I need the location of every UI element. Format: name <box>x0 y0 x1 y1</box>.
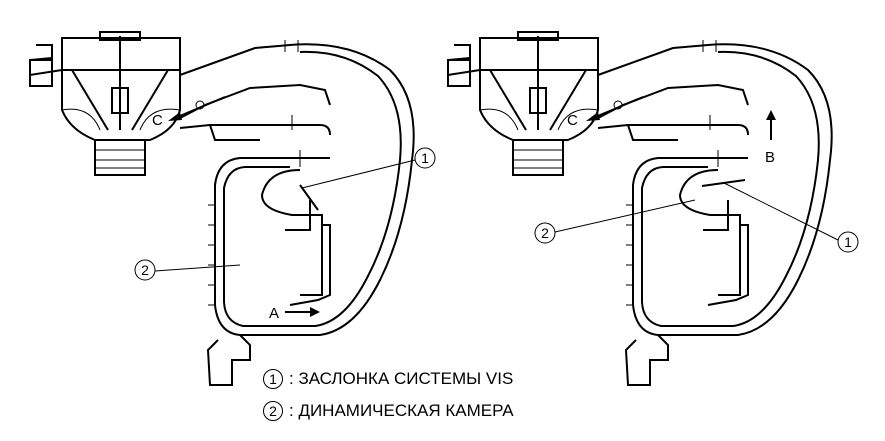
label-a-left: A <box>269 305 279 322</box>
legend-text-2: : ДИНАМИЧЕСКАЯ КАМЕРА <box>289 401 514 420</box>
arrow-b-head <box>766 110 776 120</box>
arrow-a-head <box>310 307 320 317</box>
callout-circle-1-right <box>837 231 859 253</box>
callout-1-left: 1 <box>421 150 429 166</box>
label-b-right: B <box>765 149 775 166</box>
diagram-left <box>29 31 415 386</box>
callout-2-left: 2 <box>141 262 149 278</box>
legend-number-1: 1 <box>263 369 283 389</box>
callout-line-2-right <box>554 199 696 233</box>
callout-1-right: 1 <box>844 234 852 250</box>
vis-flap-right <box>701 179 746 187</box>
callout-line-1-left <box>301 159 416 189</box>
legend-item-1: 1 : ЗАСЛОНКА СИСТЕМЫ VIS <box>263 369 513 389</box>
callout-circle-2-left <box>134 259 156 281</box>
callout-line-1-right <box>723 182 839 241</box>
legend-text-1: : ЗАСЛОНКА СИСТЕМЫ VIS <box>289 369 514 388</box>
vis-flap-left <box>299 184 319 211</box>
callout-circle-1-left <box>414 147 436 169</box>
callout-circle-2-right <box>534 222 556 244</box>
callout-2-right: 2 <box>541 225 549 241</box>
label-c-left: C <box>152 112 163 129</box>
label-c-right: C <box>567 112 578 129</box>
legend-number-2: 2 <box>263 401 283 421</box>
legend-item-2: 2 : ДИНАМИЧЕСКАЯ КАМЕРА <box>263 401 514 421</box>
callout-line-2-left <box>154 264 241 272</box>
